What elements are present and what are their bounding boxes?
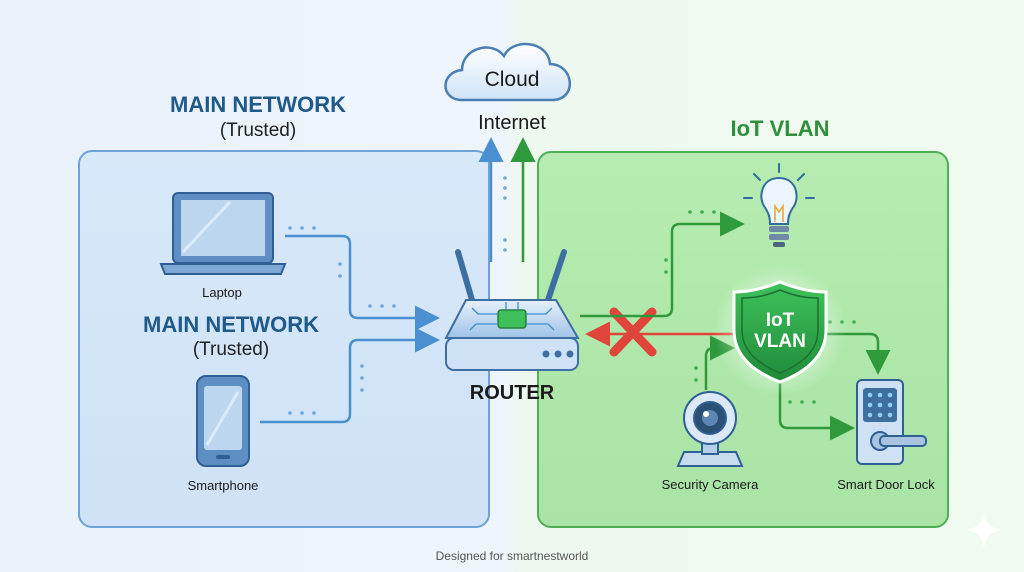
shield-label-line1: IoT — [765, 310, 795, 331]
internet-uplink-arrows — [478, 137, 536, 262]
cloud-label: Cloud — [484, 68, 540, 91]
router-label: ROUTER — [469, 382, 555, 404]
main-network-inner-title: MAIN NETWORK — [143, 312, 319, 337]
footer-credit: Designed for smartnestworld — [435, 549, 589, 563]
device-label-laptop: Laptop — [202, 285, 242, 300]
iot-flows — [580, 211, 891, 441]
shield-icon — [714, 264, 846, 396]
laptop-icon — [159, 192, 287, 275]
main-network-inner-subtitle: (Trusted) — [192, 339, 270, 360]
sparkle-icon — [966, 512, 1002, 548]
device-label-smart-door-lock: Smart Door Lock — [837, 477, 935, 492]
main-network-title: MAIN NETWORK — [170, 92, 346, 117]
main-network-subtitle: (Trusted) — [219, 120, 297, 141]
router-icon — [444, 249, 580, 371]
device-label-security-camera: Security Camera — [661, 477, 759, 492]
security-camera-icon — [676, 391, 744, 467]
block-x-icon — [609, 307, 657, 357]
smart-door-lock-icon — [856, 379, 927, 465]
light-bulb-icon — [743, 163, 815, 247]
shield-label-line2: VLAN — [754, 331, 806, 352]
cloud-icon — [444, 42, 571, 102]
internet-label: Internet — [478, 112, 546, 134]
main-network-flows — [260, 226, 440, 424]
smartphone-icon — [196, 375, 250, 467]
blocked-traffic — [585, 307, 734, 357]
iot-vlan-title: IoT VLAN — [730, 116, 830, 141]
device-label-smartphone: Smartphone — [187, 478, 259, 493]
